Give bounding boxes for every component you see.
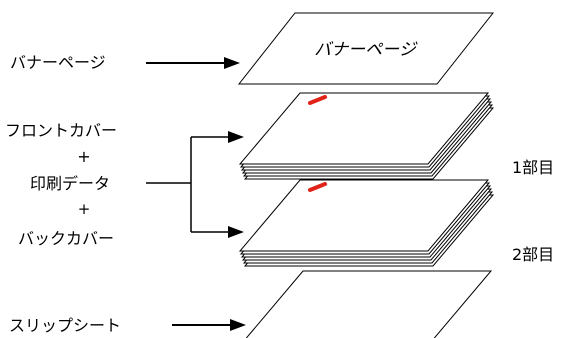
arrow-to-copy-1 bbox=[228, 131, 244, 143]
plus-sign-1: + bbox=[77, 147, 90, 166]
copy-1-label: 1部目 bbox=[512, 158, 554, 177]
bracket-connector bbox=[146, 131, 244, 238]
slip-sheet bbox=[245, 270, 493, 338]
slip-sheet-label: スリップシート bbox=[9, 316, 121, 335]
copy-2-stack bbox=[238, 179, 495, 267]
back-cover-label: バックカバー bbox=[18, 229, 114, 248]
front-cover-marker bbox=[308, 182, 327, 192]
banner-arrow bbox=[146, 57, 240, 69]
front-cover-marker bbox=[308, 95, 327, 105]
copy-2-label: 2部目 bbox=[512, 245, 554, 264]
plus-sign-2: + bbox=[78, 200, 91, 218]
banner-page-sheet: バナーページ bbox=[237, 12, 495, 85]
copy-1-stack bbox=[238, 92, 495, 180]
front-cover-label: フロントカバー bbox=[5, 121, 117, 140]
arrow-to-copy-2 bbox=[228, 226, 244, 238]
banner-page-label: バナーページ bbox=[10, 53, 106, 72]
slip-sheet-arrow bbox=[172, 319, 246, 331]
print-data-label: 印刷データ bbox=[30, 174, 110, 193]
banner-sheet-text: バナーページ bbox=[314, 40, 418, 60]
